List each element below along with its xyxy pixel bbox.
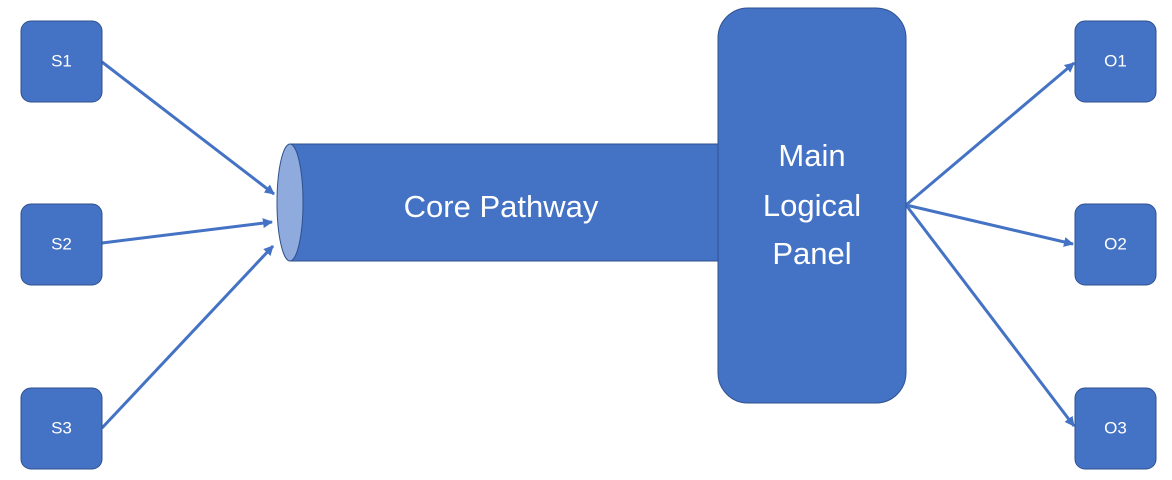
edge-panel-o3 (904, 204, 1076, 427)
edge-panel-o2 (905, 203, 1074, 247)
main-panel-label-line-1: Main (778, 138, 845, 173)
source-node-s2[interactable]: S2 (20, 203, 103, 286)
core-pathway-outline (290, 143, 730, 262)
source-node-label: S1 (51, 51, 72, 70)
source-node-label: S2 (51, 234, 72, 253)
source-node-s1[interactable]: S1 (20, 20, 103, 103)
main-panel-shape (717, 7, 907, 404)
edge-s1-core (101, 60, 275, 196)
source-node-s3[interactable]: S3 (20, 387, 103, 470)
core-pathway-body (290, 144, 730, 261)
main-panel-label-line-2: Logical (763, 188, 861, 223)
main-logical-panel[interactable]: Main Logical Panel (717, 7, 907, 404)
connectors (100, 60, 1076, 430)
main-panel-label-line-3: Panel (772, 236, 851, 271)
output-node-o2[interactable]: O2 (1074, 203, 1157, 286)
core-pathway[interactable]: Core Pathway (276, 143, 730, 262)
output-node-shape (1074, 203, 1157, 286)
core-pathway-label: Core Pathway (404, 189, 599, 224)
output-nodes: O1 O2 O3 (1074, 20, 1157, 470)
output-node-label: O2 (1104, 234, 1127, 253)
source-node-shape (20, 387, 103, 470)
edge-s3-core (100, 244, 275, 430)
output-node-label: O3 (1104, 418, 1127, 437)
core-pathway-cap (276, 143, 304, 262)
source-node-label: S3 (51, 418, 72, 437)
source-nodes: S1 S2 S3 (20, 20, 103, 470)
source-node-shape (20, 203, 103, 286)
output-node-shape (1074, 387, 1157, 470)
output-node-o3[interactable]: O3 (1074, 387, 1157, 470)
edge-panel-o1 (905, 61, 1075, 207)
output-node-label: O1 (1104, 51, 1127, 70)
output-node-o1[interactable]: O1 (1074, 20, 1157, 103)
edge-s2-core (101, 218, 273, 245)
source-node-shape (20, 20, 103, 103)
output-node-shape (1074, 20, 1157, 103)
